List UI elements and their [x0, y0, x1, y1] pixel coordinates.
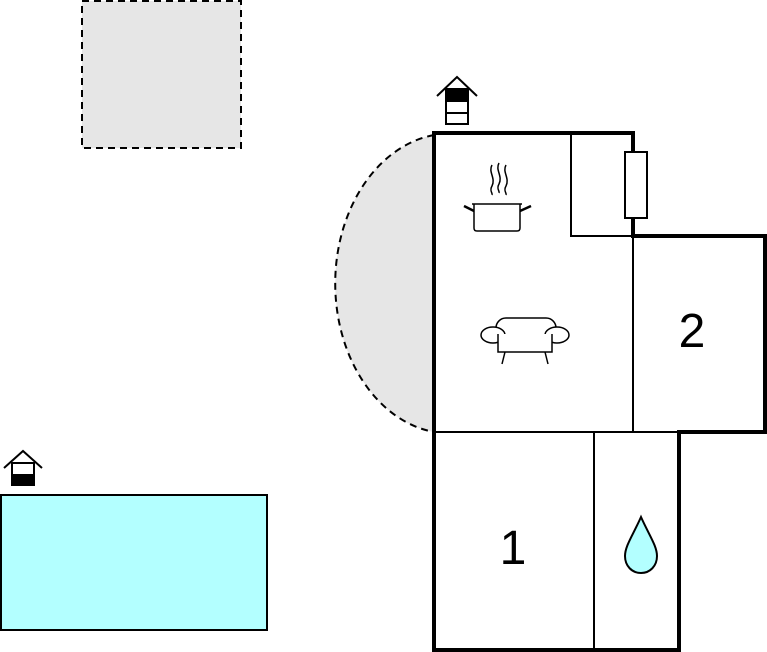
semicircle-terrace-outline: [334, 134, 435, 433]
cooking-pot-icon: [463, 162, 532, 232]
room-label-1: 1: [500, 522, 527, 575]
semicircle-terrace: [335, 135, 434, 432]
water-drop-icon: [623, 514, 659, 575]
interior-walls: [434, 133, 679, 650]
swimming-pool: [0, 494, 268, 631]
dashed-terrace-area: [81, 0, 242, 149]
pool-house-icon: [3, 449, 43, 486]
radiator-icon: [624, 151, 648, 219]
entrance-house-icon: [436, 75, 478, 125]
house-outer-wall: [432, 131, 767, 652]
sofa-icon: [480, 317, 570, 365]
room-label-2: 2: [679, 305, 706, 358]
